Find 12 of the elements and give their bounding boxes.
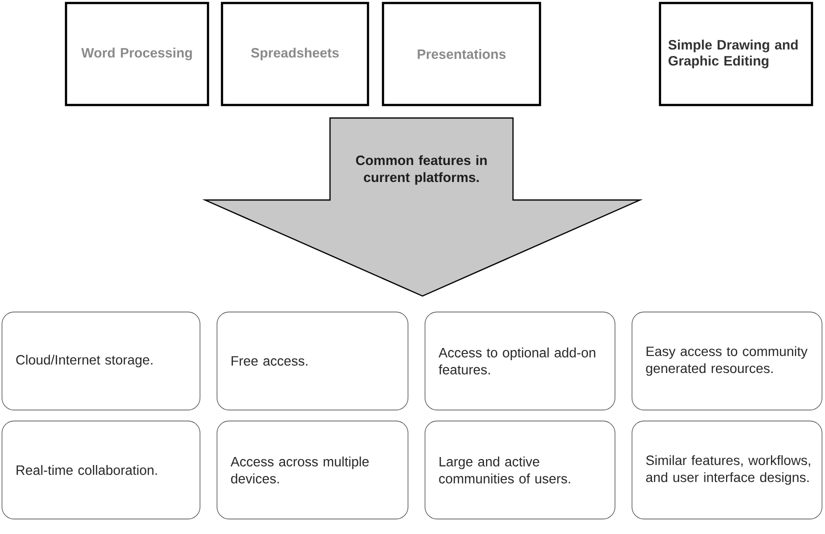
feature-card: Similar features, workflows, and user interface designs. <box>632 420 822 520</box>
feature-card: Large and active communities of users. <box>424 420 616 520</box>
feature-card: Cloud/Internet storage. <box>2 312 200 410</box>
feature-card: Real-time collaboration. <box>2 420 200 520</box>
feature-card: Access to optional add-on features. <box>424 312 616 410</box>
category-box: Spreadsheets <box>220 2 370 106</box>
category-box: Word Processing <box>64 2 210 106</box>
feature-card: Access across multiple devices. <box>216 420 408 520</box>
category-box: Simple Drawing and Graphic Editing <box>658 2 814 106</box>
feature-card: Free access. <box>216 312 408 410</box>
category-box: Presentations <box>382 2 542 106</box>
feature-card: Easy access to community generated resources. <box>632 312 822 410</box>
